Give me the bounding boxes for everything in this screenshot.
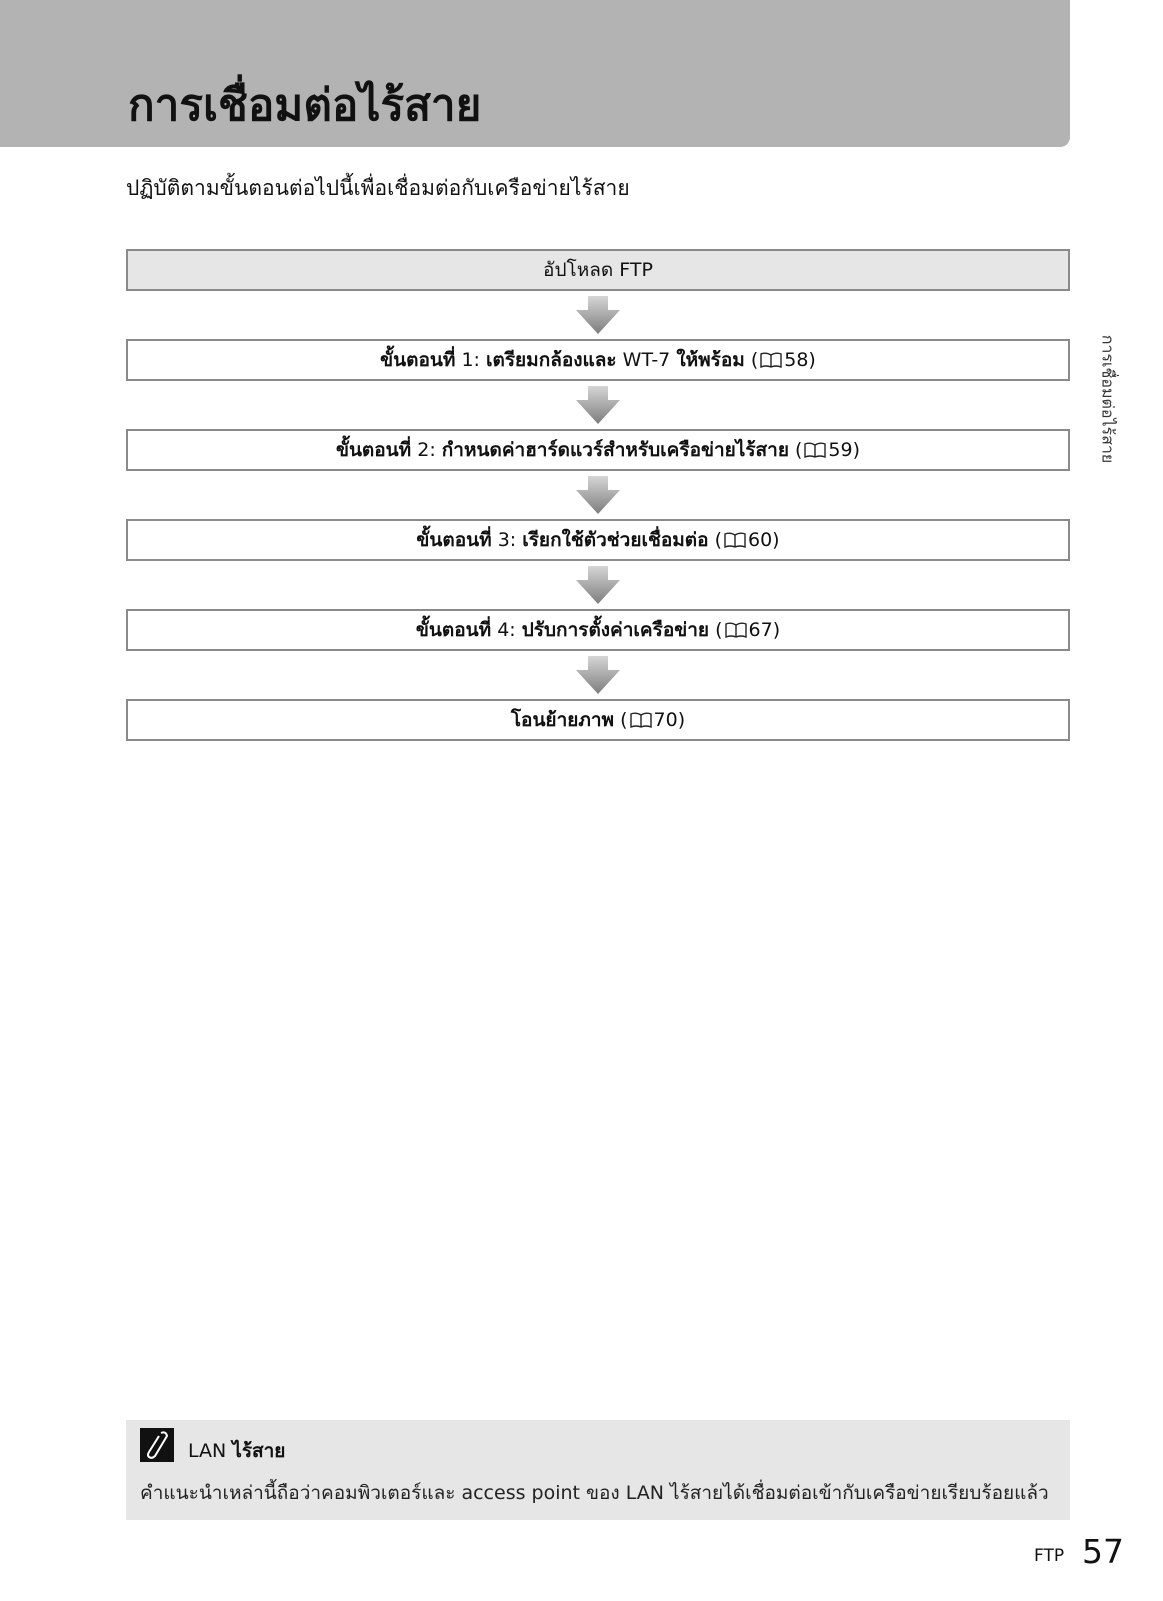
page-title: การเชื่อมต่อไร้สาย: [128, 80, 482, 131]
book-reference-icon: [760, 352, 782, 369]
transfer-images-ref[interactable]: 70: [653, 709, 678, 731]
flow-step-3: ขั้นตอนที่ 3: เรียกใช้ตัวช่วยเชื่อมต่อ (…: [126, 519, 1070, 561]
down-arrow-icon: [126, 381, 1070, 429]
flow-step-4: ขั้นตอนที่ 4: ปรับการตั้งค่าเครือข่าย (6…: [126, 609, 1070, 651]
step-2-ref[interactable]: 59: [828, 439, 853, 461]
flow-step-1: ขั้นตอนที่ 1: เตรียมกล้องและ WT-7 ให้พร้…: [126, 339, 1070, 381]
step-3-text: เรียกใช้ตัวช่วยเชื่อมต่อ: [522, 529, 709, 551]
pencil-note-icon: [140, 1428, 174, 1462]
side-section-tab: การเชื่อมต่อไร้สาย: [1093, 324, 1121, 474]
step-1-model: WT-7: [622, 349, 671, 371]
footer-page-number: 57: [1082, 1532, 1124, 1571]
step-2-text: กำหนดค่าฮาร์ดแวร์สำหรับเครือข่ายไร้สาย: [441, 439, 789, 461]
intro-text: ปฏิบัติตามขั้นตอนต่อไปนี้เพื่อเชื่อมต่อก…: [126, 176, 630, 200]
down-arrow-icon: [126, 291, 1070, 339]
note-title-rest: ไร้สาย: [232, 1440, 286, 1462]
down-arrow-icon: [126, 651, 1070, 699]
step-3-number: 3:: [497, 529, 517, 551]
step-1-ref[interactable]: 58: [784, 349, 809, 371]
step-4-text: ปรับการตั้งค่าเครือข่าย: [521, 619, 710, 641]
step-1-label: ขั้นตอนที่: [380, 349, 456, 371]
note-text: คำแนะนำเหล่านี้ถือว่าคอมพิวเตอร์และ acce…: [140, 1482, 1049, 1504]
step-3-label: ขั้นตอนที่: [416, 529, 492, 551]
step-1-text-2: ให้พร้อม: [676, 349, 745, 371]
footer-section-label: FTP: [1034, 1546, 1065, 1566]
flow-box-ftp-upload-label: อัปโหลด FTP: [543, 259, 653, 281]
note-title-prefix: LAN: [188, 1440, 227, 1462]
step-2-number: 2:: [417, 439, 436, 461]
step-4-ref[interactable]: 67: [748, 619, 773, 641]
step-4-label: ขั้นตอนที่: [415, 619, 492, 641]
step-4-number: 4:: [497, 619, 516, 641]
step-2-label: ขั้นตอนที่: [335, 439, 412, 461]
note-box: LAN ไร้สาย คำแนะนำเหล่านี้ถือว่าคอมพิวเต…: [126, 1420, 1070, 1520]
book-reference-icon: [804, 442, 827, 459]
flow-box-transfer-images: โอนย้ายภาพ (70): [126, 699, 1070, 741]
step-3-ref[interactable]: 60: [747, 529, 773, 551]
flow-step-2: ขั้นตอนที่ 2: กำหนดค่าฮาร์ดแวร์สำหรับเคร…: [126, 429, 1070, 471]
flow-box-ftp-upload: อัปโหลด FTP: [126, 249, 1070, 291]
book-reference-icon: [629, 712, 652, 729]
transfer-images-text: โอนย้ายภาพ: [510, 709, 615, 731]
down-arrow-icon: [126, 561, 1070, 609]
step-1-text: เตรียมกล้องและ: [486, 349, 617, 371]
side-section-tab-label: การเชื่อมต่อไร้สาย: [1098, 334, 1118, 464]
step-1-number: 1:: [461, 349, 480, 371]
note-title: LAN ไร้สาย: [188, 1436, 285, 1466]
header-band: [0, 0, 1070, 147]
book-reference-icon: [724, 622, 747, 639]
book-reference-icon: [724, 532, 746, 549]
flowchart: อัปโหลด FTP ขั้นตอนที่ 1: เตรียมกล้องและ…: [126, 249, 1070, 741]
down-arrow-icon: [126, 471, 1070, 519]
